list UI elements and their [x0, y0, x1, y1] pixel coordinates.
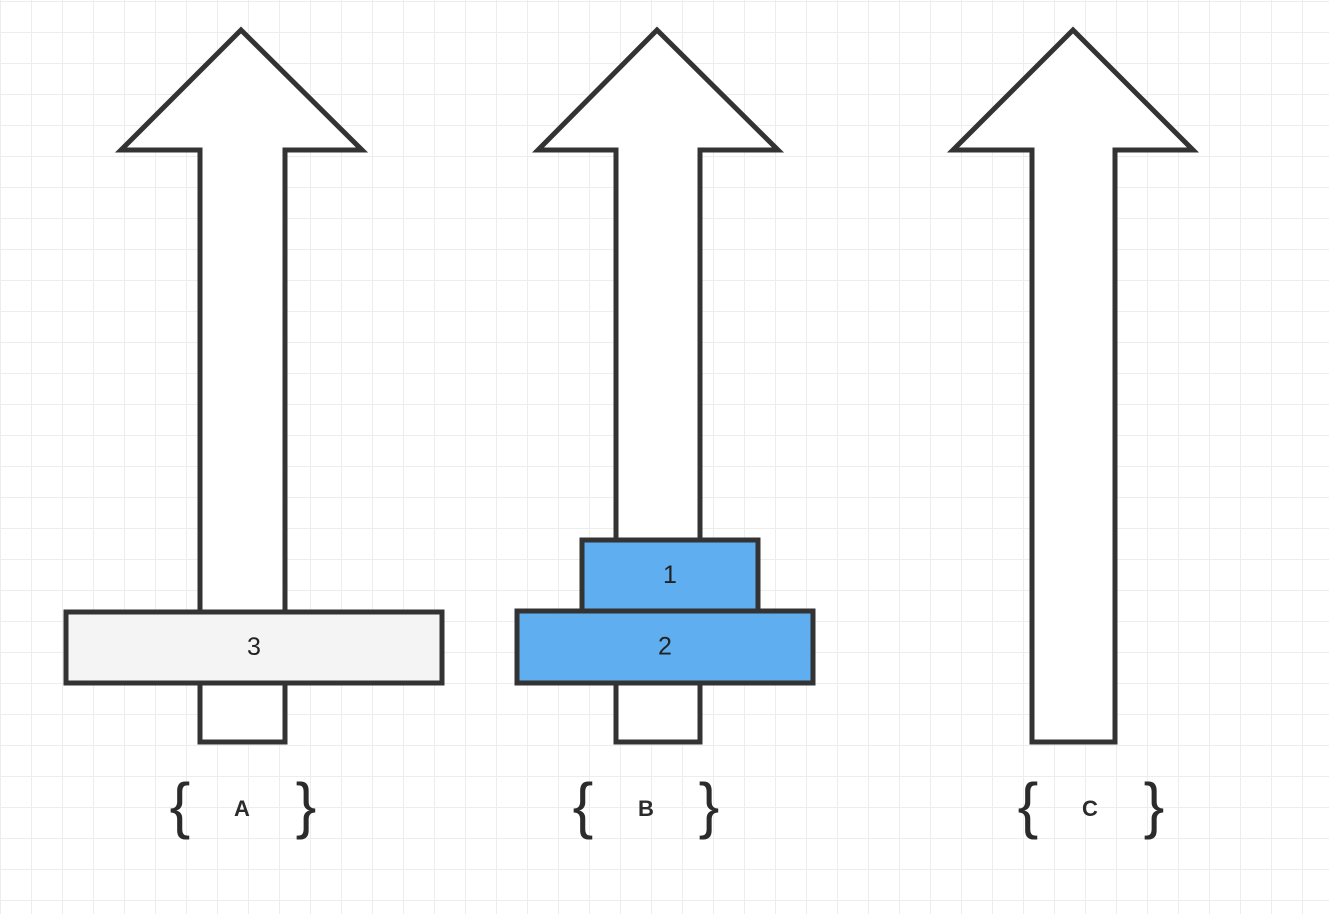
box-3-label: 3: [247, 633, 261, 661]
right-brace-icon: }: [699, 771, 720, 840]
brace-label-c: C: [1082, 796, 1098, 821]
arrow-b-group[interactable]: [532, 26, 785, 745]
box-3-group[interactable]: 3: [63, 609, 445, 686]
box-2-rect[interactable]: [514, 608, 816, 686]
arrow-b-shape[interactable]: [532, 26, 785, 745]
box-1-label: 1: [663, 561, 677, 589]
brace-group-a: { A }: [170, 771, 317, 840]
arrow-c-group[interactable]: [946, 26, 1200, 745]
box-2-label: 2: [658, 633, 672, 661]
arrow-c-shape[interactable]: [946, 26, 1200, 745]
brace-group-c: { C }: [1018, 771, 1165, 840]
box-2-group[interactable]: 2: [514, 608, 816, 686]
brace-label-a: A: [234, 796, 250, 821]
right-brace-icon: }: [296, 771, 317, 840]
box-1-group[interactable]: 1: [579, 537, 761, 614]
arrow-a-group[interactable]: [114, 26, 369, 745]
left-brace-icon: {: [573, 771, 594, 840]
box-3-rect[interactable]: [63, 609, 445, 686]
left-brace-icon: {: [1018, 771, 1039, 840]
brace-group-b: { B }: [573, 771, 720, 840]
brace-label-b: B: [638, 796, 654, 821]
arrow-a-shape[interactable]: [114, 26, 369, 745]
right-brace-icon: }: [1144, 771, 1165, 840]
left-brace-icon: {: [170, 771, 191, 840]
